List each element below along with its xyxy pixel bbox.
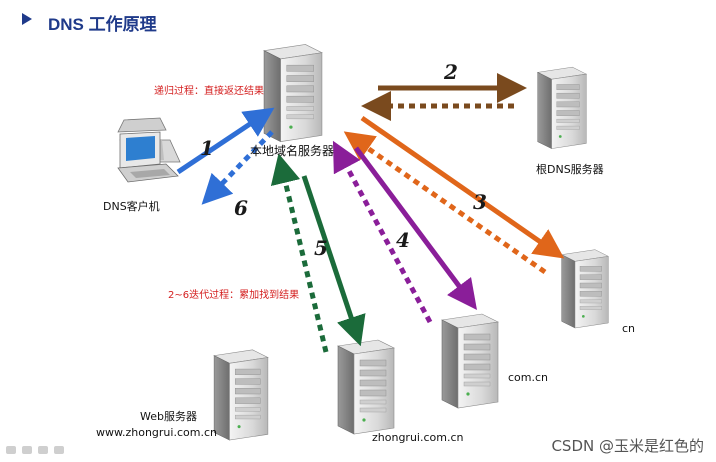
step-1-label: 1 bbox=[200, 136, 214, 160]
slide-menu-icon[interactable] bbox=[38, 446, 48, 454]
arrow-step-3-query bbox=[360, 115, 565, 259]
step-6-label: 6 bbox=[234, 196, 248, 220]
slide-toolbar bbox=[6, 446, 64, 454]
arrow-step-4-query bbox=[353, 146, 477, 311]
local-server-label: 本地域名服务器 bbox=[250, 144, 335, 158]
step-5-label: 5 bbox=[314, 236, 328, 260]
arrow-step-5-reply bbox=[270, 153, 329, 353]
next-slide-icon[interactable] bbox=[54, 446, 64, 454]
zhongrui-server-icon bbox=[337, 339, 395, 435]
pen-icon[interactable] bbox=[22, 446, 32, 454]
title-bullet-icon bbox=[22, 13, 32, 25]
cn-server-label: cn bbox=[622, 322, 636, 335]
comcn-server-icon bbox=[441, 313, 499, 409]
prev-slide-icon[interactable] bbox=[6, 446, 16, 454]
comcn-server-label: com.cn bbox=[508, 371, 549, 384]
client-label: DNS客户机 bbox=[103, 200, 160, 213]
arrow-step-4-reply bbox=[332, 140, 433, 324]
watermark: CSDN @玉米是红色的 bbox=[551, 437, 704, 455]
web-server-domain-label: www.zhongrui.com.cn bbox=[96, 426, 217, 439]
page-title: DNS 工作原理 bbox=[48, 15, 157, 34]
arrow-step-3-reply bbox=[343, 131, 547, 275]
iterative-note: 2~6迭代过程：累加找到结果 bbox=[168, 290, 300, 301]
client-computer-icon bbox=[117, 117, 181, 183]
recursive-note: 递归过程：直接返还结果 bbox=[154, 86, 264, 97]
arrow-step-6 bbox=[201, 130, 274, 205]
cn-server-icon bbox=[561, 249, 609, 329]
step-2-label: 2 bbox=[444, 60, 458, 84]
web-server-icon bbox=[213, 349, 269, 441]
root-dns-server-icon bbox=[537, 66, 587, 150]
step-3-label: 3 bbox=[473, 190, 487, 214]
step-4-label: 4 bbox=[396, 228, 410, 252]
arrow-step-1 bbox=[176, 107, 275, 175]
zhongrui-server-label: zhongrui.com.cn bbox=[372, 431, 464, 444]
arrow-step-5-query bbox=[301, 175, 366, 347]
local-dns-server-icon bbox=[263, 43, 323, 143]
web-server-label: Web服务器 bbox=[140, 410, 197, 423]
root-server-label: 根DNS服务器 bbox=[536, 163, 604, 176]
